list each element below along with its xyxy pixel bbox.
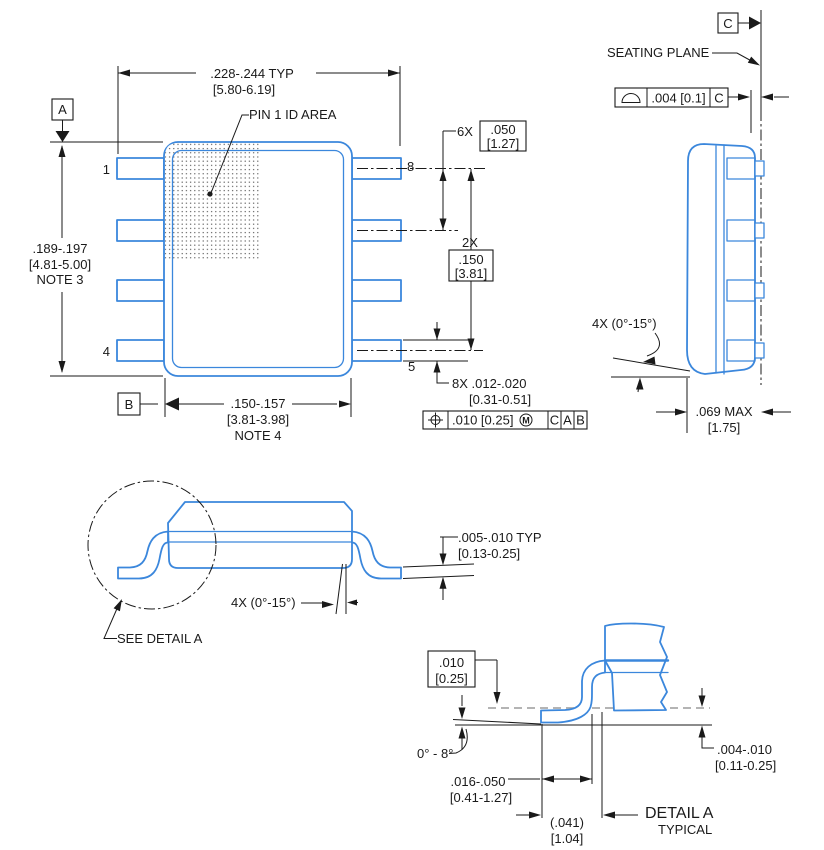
pin-number-5: 5 — [408, 359, 415, 374]
detail-a-view: .010 [0.25] 0° - 8° .016-.050 [0.41-1.27… — [417, 622, 776, 846]
side-lead-tip-1 — [754, 160, 765, 177]
top-view: A B .050 [1.27] 6X 2X .150 [3.81] .010 [… — [29, 66, 588, 443]
body-width-dim-mm: [3.81-3.98] — [227, 412, 289, 427]
datum-a-box — [51, 98, 74, 121]
see-detail-a-label: SEE DETAIL A — [117, 631, 203, 646]
profile-fcf: .004 [0.1] C — [614, 87, 729, 108]
fcf-datum-c: C — [550, 413, 559, 428]
span-value: .150 — [458, 252, 483, 267]
pitch-dim-box — [479, 120, 527, 152]
lead-width-dim-mm: [0.31-0.51] — [469, 392, 531, 407]
standoff-dim: .004-.010 — [717, 742, 772, 757]
package-body-inner-outline — [171, 149, 345, 369]
profile-datum: C — [714, 91, 723, 106]
pin-number-8: 8 — [407, 159, 414, 174]
front-view: SEE DETAIL A 4X (0°-15°) .005-.010 TYP [… — [87, 480, 542, 646]
datum-b-label: B — [125, 397, 134, 412]
profile-tolerance: .004 [0.1] — [651, 91, 705, 106]
pitch-value: .050 — [490, 122, 515, 137]
side-body-parting-lines — [715, 144, 725, 375]
front-body — [167, 501, 353, 569]
front-lead-left — [117, 530, 169, 580]
standoff-dim-mm: [0.11-0.25] — [715, 758, 776, 773]
detail-a-title: DETAIL A — [645, 805, 714, 822]
fcf-frame — [422, 410, 588, 430]
span-qty: 2X — [462, 235, 478, 250]
foot-thickness-dim-mm: [0.13-0.25] — [458, 546, 520, 561]
span-dim-box — [448, 249, 494, 282]
lead-pin3 — [116, 279, 165, 302]
position-fcf: .010 [0.25] M C A B — [422, 410, 588, 430]
lead-centerlines — [357, 168, 487, 351]
fcf-dividers — [447, 411, 575, 429]
front-lead-angle: 4X (0°-15°) — [231, 595, 296, 610]
max-height-dim: .069 MAX — [695, 404, 752, 419]
profile-surface-symbol-icon — [621, 93, 641, 103]
side-view: C .004 [0.1] C SEATING PLANE 4X (0°-15°)… — [592, 10, 791, 435]
overall-width-dim: .228-.244 TYP — [210, 66, 294, 81]
side-body — [686, 143, 756, 375]
max-height-dim-mm: [1.75] — [708, 420, 741, 435]
pin-number-1: 1 — [103, 162, 110, 177]
side-lead-tip-3 — [754, 282, 765, 299]
body-length-dim: .189-.197 — [33, 241, 88, 256]
profile-fcf-frame — [614, 87, 729, 108]
lead-pin4 — [116, 339, 165, 362]
side-leads — [726, 157, 765, 362]
side-lead-angle: 4X (0°-15°) — [592, 316, 657, 331]
front-lead-right — [351, 530, 402, 580]
detail-body — [604, 622, 668, 712]
lead-width-dim: 8X .012-.020 — [452, 376, 526, 391]
pin1-id-area-label: PIN 1 ID AREA — [249, 107, 337, 122]
side-view-dimension-lines — [611, 22, 791, 433]
lead-ref-dim-mm: [1.04] — [551, 831, 584, 846]
foot-length-dim: .016-.050 — [451, 774, 506, 789]
side-lead-tip-4 — [754, 342, 765, 359]
mmc-modifier-icon: M — [519, 413, 533, 427]
lead-pin1 — [116, 157, 165, 180]
body-length-dim-mm: [4.81-5.00] — [29, 257, 91, 272]
profile-fcf-dividers — [646, 88, 711, 107]
span-value-mm: [3.81] — [455, 266, 488, 281]
front-leadframe-lines — [167, 530, 353, 543]
overall-width-dim-mm: [5.80-6.19] — [213, 82, 275, 97]
position-symbol-icon — [428, 412, 443, 428]
pin1-id-area — [165, 143, 261, 259]
detail-a-dimension-lines — [448, 659, 714, 818]
seating-plane-label: SEATING PLANE — [607, 45, 710, 60]
standoff-basic-dim-box — [427, 650, 476, 688]
side-lead-tip-2 — [754, 222, 765, 239]
lead-pin2 — [116, 219, 165, 242]
datum-c-label: C — [723, 16, 732, 31]
pitch-value-mm: [1.27] — [487, 136, 520, 151]
datum-b-box — [117, 392, 141, 416]
pin-number-4: 4 — [103, 344, 110, 359]
body-width-dim: .150-.157 — [231, 396, 286, 411]
lead-pin6 — [351, 279, 402, 302]
foot-angle-dim: 0° - 8° — [417, 746, 453, 761]
foot-length-dim-mm: [0.41-1.27] — [450, 790, 512, 805]
pin1-leader-dot — [207, 191, 213, 197]
lead-ref-dim: (.041) — [550, 815, 584, 830]
detail-lead — [540, 659, 606, 724]
body-width-note: NOTE 4 — [235, 428, 282, 443]
detail-a-callout-circle — [87, 480, 217, 610]
datum-a-label: A — [58, 102, 67, 117]
fcf-datum-b: B — [576, 413, 585, 428]
datum-c-box — [717, 12, 739, 34]
standoff-basic-dim: .010 — [439, 655, 464, 670]
detail-a-subtitle: TYPICAL — [658, 822, 712, 837]
standoff-basic-dim-mm: [0.25] — [435, 671, 468, 686]
mmc-letter: M — [522, 416, 530, 426]
foot-thickness-dim: .005-.010 TYP — [458, 530, 542, 545]
body-length-note: NOTE 3 — [37, 272, 84, 287]
fcf-datum-a: A — [563, 413, 572, 428]
pitch-qty: 6X — [457, 124, 473, 139]
fcf-tolerance: .010 [0.25] — [452, 413, 513, 428]
